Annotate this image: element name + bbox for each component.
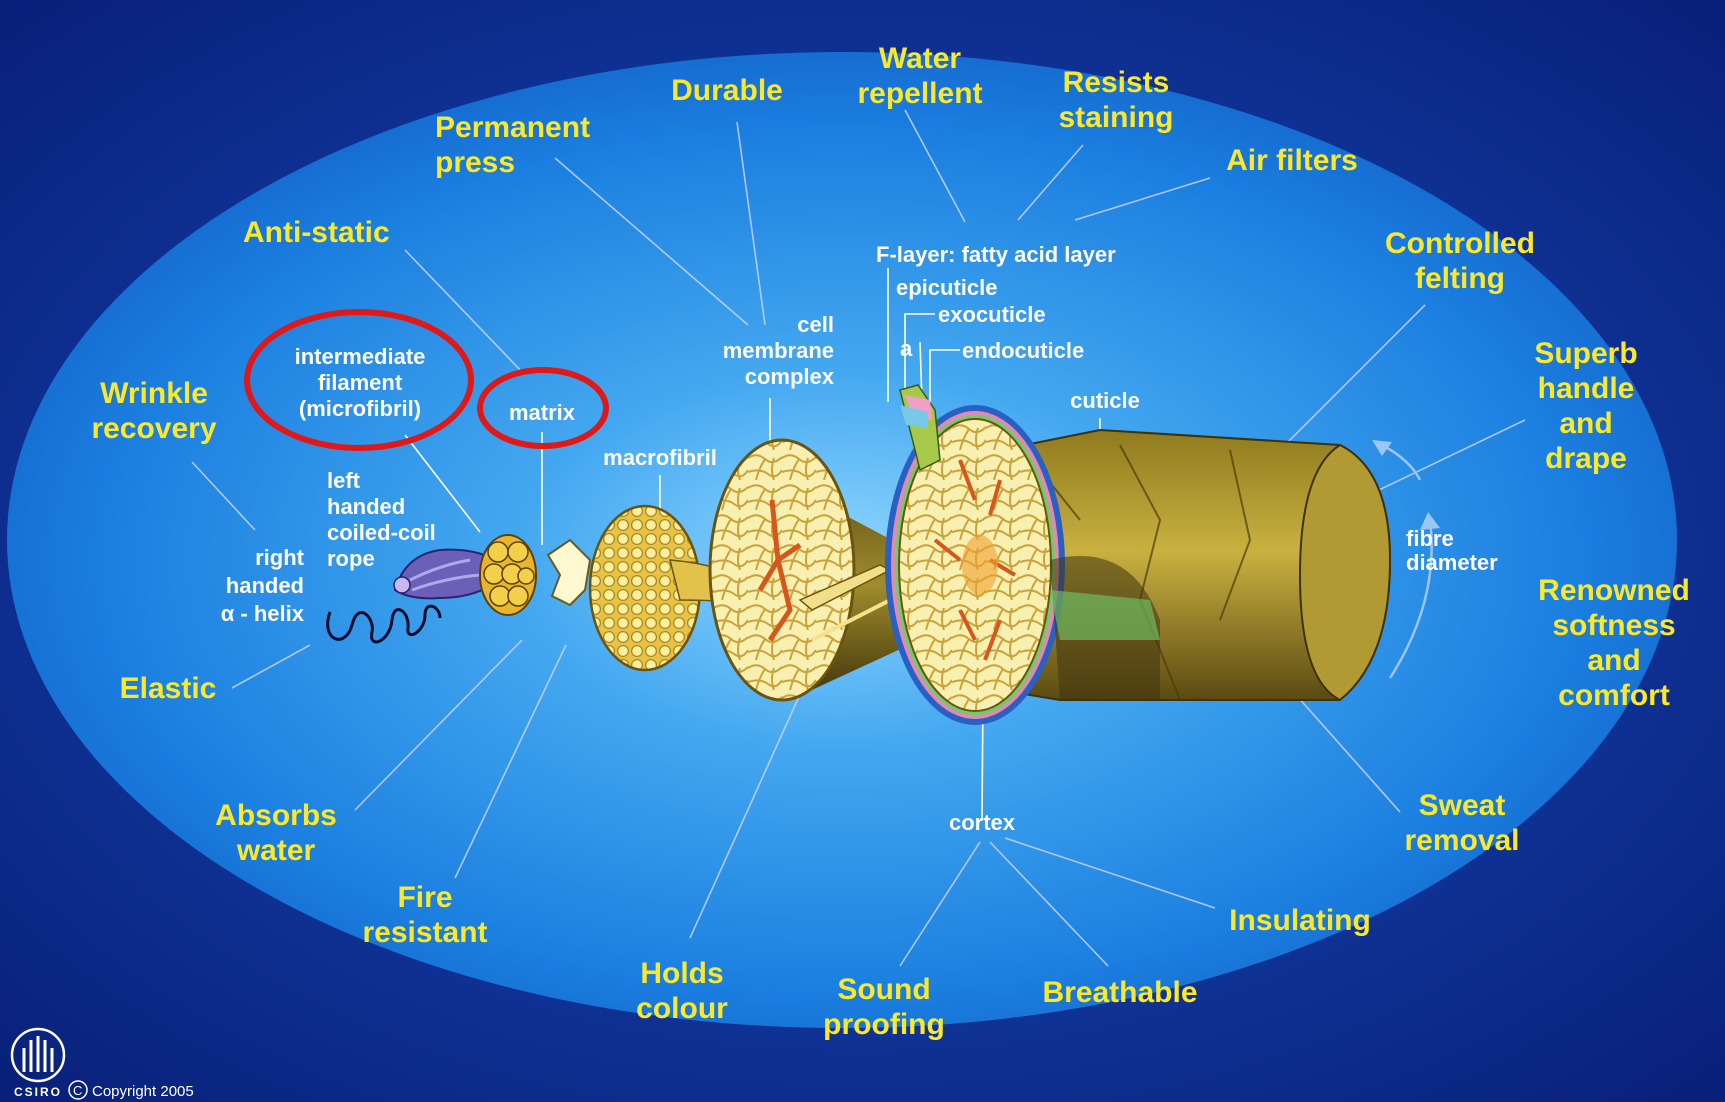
label-line: drape [1545,442,1627,475]
label-line: fibre [1406,526,1454,551]
part-label-a-label: a [900,336,913,361]
label-line: Air filters [1226,144,1358,177]
label-line: cell [797,312,834,337]
label-line: exocuticle [938,302,1046,327]
part-label-matrix: matrix [509,400,576,425]
label-line: felting [1415,262,1505,295]
label-line: left [327,468,361,493]
copyright-symbol: C [73,1083,82,1098]
label-line: and [1587,644,1640,677]
property-label-anti-static: Anti-static [243,216,390,249]
label-line: Controlled [1385,227,1535,260]
label-line: Wrinkle [100,377,208,410]
label-line: macrofibril [603,445,717,470]
label-line: Sweat [1419,789,1506,822]
label-line: recovery [91,412,216,445]
label-line: cortex [949,810,1016,835]
copyright-text: Copyright 2005 [92,1083,194,1100]
microfibril [480,535,536,615]
label-line: coiled-coil [327,520,436,545]
property-label-insulating: Insulating [1229,904,1371,937]
label-line: Fire [397,881,452,914]
label-line: handed [226,573,304,598]
csiro-logo-text: CSIRO [14,1085,62,1099]
property-label-breathable: Breathable [1042,976,1197,1009]
part-label-macrofibril: macrofibril [603,445,717,470]
part-label-cuticle: cuticle [1070,388,1140,413]
label-line: filament [318,370,403,395]
label-line: Resists [1063,66,1170,99]
label-line: press [435,146,515,179]
label-line: comfort [1558,679,1670,712]
label-line: endocuticle [962,338,1084,363]
label-line: epicuticle [896,275,997,300]
label-line: and [1559,407,1612,440]
label-line: Elastic [120,672,217,705]
label-line: α - helix [221,601,305,626]
label-line: handed [327,494,405,519]
label-line: softness [1552,609,1675,642]
label-line: repellent [857,77,982,110]
label-line: Anti-static [243,216,390,249]
label-line: (microfibril) [299,396,421,421]
label-line: proofing [823,1008,945,1041]
part-label-endocuticle: endocuticle [962,338,1084,363]
label-line: removal [1404,824,1519,857]
label-line: handle [1538,372,1635,405]
label-line: membrane [723,338,834,363]
label-line: F-layer: fatty acid layer [876,242,1116,267]
label-line: water [236,834,316,867]
label-line: right [255,545,305,570]
label-line: colour [636,992,728,1025]
label-line: Permanent [435,111,590,144]
part-label-f-layer: F-layer: fatty acid layer [876,242,1116,267]
label-line: Renowned [1538,574,1690,607]
label-line: Holds [640,957,723,990]
part-label-cortex: cortex [949,810,1016,835]
label-line: complex [745,364,835,389]
label-line: Durable [671,74,783,107]
label-line: cuticle [1070,388,1140,413]
label-line: Sound [837,973,930,1006]
label-line: Water [879,42,962,75]
label-line: Superb [1534,337,1637,370]
part-label-epicuticle: epicuticle [896,275,997,300]
label-line: Insulating [1229,904,1371,937]
label-line: a [900,336,913,361]
label-line: matrix [509,400,576,425]
label-line: diameter [1406,550,1498,575]
label-line: staining [1058,101,1173,134]
label-line: resistant [362,916,487,949]
part-label-exocuticle: exocuticle [938,302,1046,327]
label-line: Breathable [1042,976,1197,1009]
label-line: intermediate [295,344,426,369]
property-label-air-filters: Air filters [1226,144,1358,177]
property-label-durable: Durable [671,74,783,107]
label-line: rope [327,546,375,571]
label-line: Absorbs [215,799,337,832]
property-label-elastic: Elastic [120,672,217,705]
